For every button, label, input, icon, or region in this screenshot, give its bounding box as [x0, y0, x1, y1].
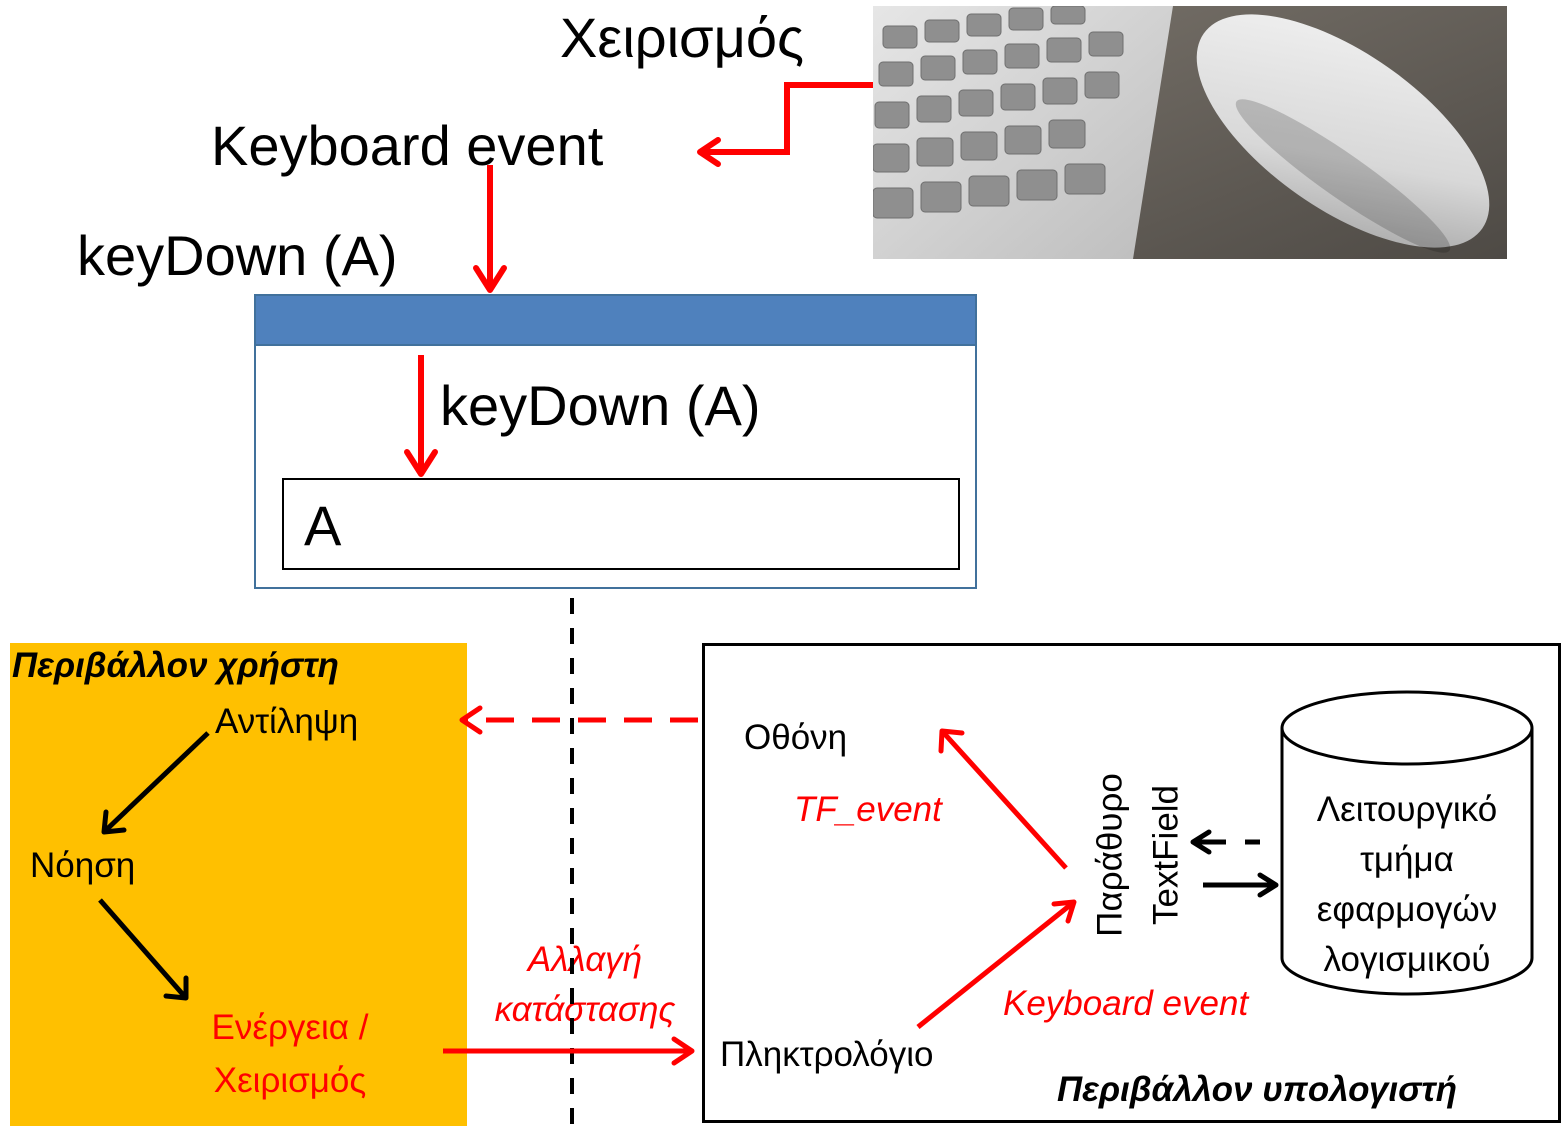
application-window: keyDown (A) A [254, 294, 977, 589]
arrowhead-left-icon [697, 137, 721, 167]
arrowhead-right-icon [671, 1036, 695, 1066]
keyboard-event-label: Keyboard event [211, 114, 604, 177]
action-label-line1: Ενέργεια / [211, 1008, 369, 1047]
keyboard-mouse-photo [873, 6, 1507, 259]
state-change-line1: Αλλαγή [527, 940, 643, 979]
mouse-body [1196, 14, 1490, 248]
action-label-line2: Χειρισμός [213, 1061, 367, 1100]
arrowhead-down-icon [473, 265, 507, 293]
keydown-inner-label: keyDown (A) [440, 374, 761, 437]
screen-label: Οθόνη [744, 718, 848, 757]
tf-event-label: TF_event [794, 790, 942, 829]
app-logic-line2: τμήμα [1360, 840, 1454, 879]
app-logic-line4: λογισμικού [1323, 940, 1491, 979]
keydown-outer-label: keyDown (A) [77, 224, 398, 287]
app-logic-line3: εφαρμογών [1316, 890, 1498, 929]
keyboard-event-small-label: Keyboard event [1003, 984, 1249, 1023]
cognition-label: Νόηση [30, 846, 136, 885]
window-title-bar [256, 296, 975, 346]
textfield-vertical-label: TextField [1146, 784, 1186, 926]
keyboard-keys [873, 6, 1124, 219]
text-field[interactable]: A [282, 478, 960, 570]
keyboard-label: Πληκτρολόγιο [720, 1035, 934, 1074]
text-field-value: A [304, 494, 342, 557]
app-logic-line1: Λειτουργικό [1316, 790, 1498, 829]
user-environment-box [10, 643, 467, 1126]
user-env-title: Περιβάλλον χρήστη [12, 646, 339, 685]
manipulation-label: Χειρισμός [560, 6, 805, 69]
keyboard-mouse-illustration [873, 6, 1507, 259]
state-change-line2: κατάστασης [494, 990, 676, 1029]
comp-env-title: Περιβάλλον υπολογιστή [1057, 1070, 1458, 1109]
perception-label: Αντίληψη [215, 702, 359, 741]
manipulation-to-event-arrow [700, 82, 873, 155]
window-vertical-label: Παράθυρο [1090, 773, 1130, 937]
